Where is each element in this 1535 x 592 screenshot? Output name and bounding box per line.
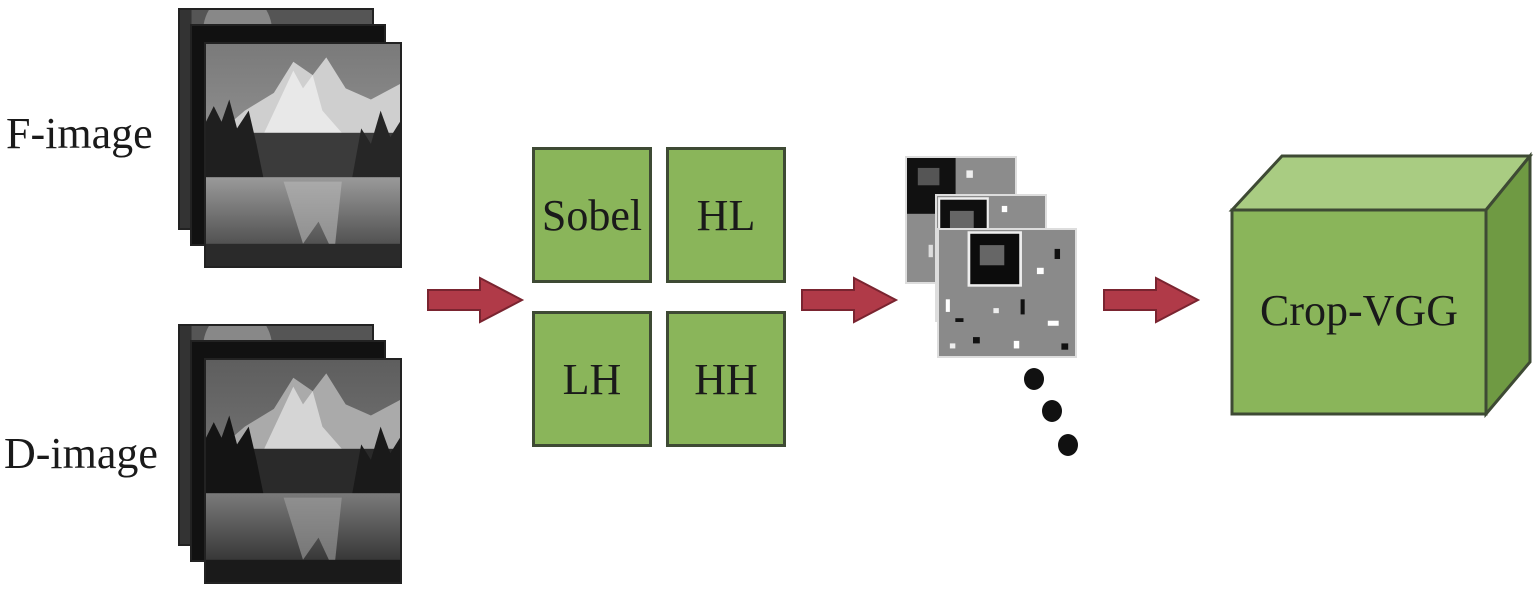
filter-hh: HH xyxy=(666,311,786,447)
filter-lh: LH xyxy=(532,311,652,447)
filter-hl: HL xyxy=(666,147,786,283)
feature-map xyxy=(937,228,1077,358)
crop-vgg-cube xyxy=(1228,150,1534,418)
f-image-stack xyxy=(176,6,406,276)
d-image-stack xyxy=(176,322,406,592)
wavelet-filter-grid: Sobel HL LH HH xyxy=(532,147,790,453)
landscape-photo xyxy=(204,42,402,268)
feature-map-stack xyxy=(905,156,1080,361)
landscape-photo xyxy=(204,358,402,584)
crop-vgg-label: Crop-VGG xyxy=(1260,285,1458,335)
filter-sobel: Sobel xyxy=(532,147,652,283)
d-image-label: D-image xyxy=(4,429,158,478)
vertical-ellipsis-icon xyxy=(1042,400,1062,422)
right-arrow-icon xyxy=(800,276,900,324)
vertical-ellipsis-icon xyxy=(1058,434,1078,456)
f-image-label: F-image xyxy=(6,109,153,158)
right-arrow-icon xyxy=(1102,276,1202,324)
right-arrow-icon xyxy=(426,276,526,324)
vertical-ellipsis-icon xyxy=(1024,368,1044,390)
